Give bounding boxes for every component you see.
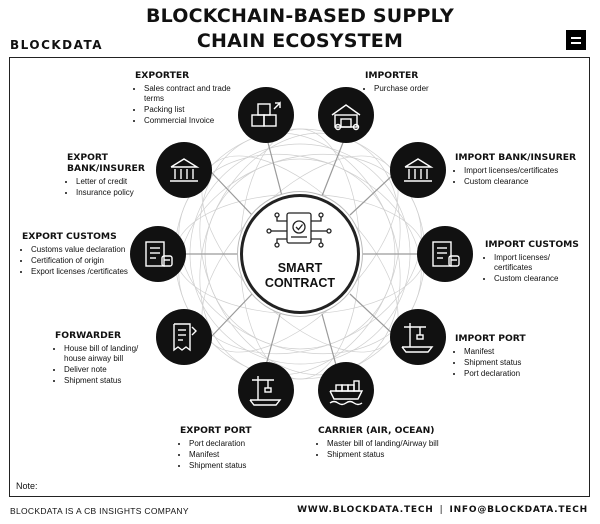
export-customs-block: EXPORT CUSTOMS Customs value declaration… [22, 231, 130, 278]
import-bank-title: IMPORT BANK/INSURER [455, 152, 577, 163]
customs-document-icon [432, 241, 460, 267]
importer-node [318, 87, 374, 143]
import-bank-node [390, 142, 446, 198]
forwarder-item: Shipment status [64, 376, 155, 386]
export-port-item: Manifest [189, 450, 300, 460]
receipt-icon [173, 323, 197, 352]
smart-contract-hub: SMART CONTRACT [240, 194, 360, 314]
smart-contract-label-line-1: SMART [277, 261, 323, 275]
website-link[interactable]: WWW.BLOCKDATA.TECH [297, 505, 434, 515]
import-port-item: Port declaration [464, 369, 565, 379]
export-bank-node [156, 142, 212, 198]
import-bank-block: IMPORT BANK/INSURER Import licenses/cert… [455, 152, 585, 188]
carrier-item: Master bill of landing/Airway bill [327, 439, 468, 449]
forwarder-item: House bill of landing/ house airway bill [64, 344, 155, 364]
export-port-title: EXPORT PORT [180, 425, 252, 436]
export-bank-item: Letter of credit [76, 177, 157, 187]
import-port-node [390, 309, 446, 365]
footer-company-note: BLOCKDATA IS A CB INSIGHTS COMPANY [10, 506, 189, 516]
exporter-title: EXPORTER [135, 70, 190, 81]
forwarder-title: FORWARDER [55, 330, 122, 341]
carrier-title: CARRIER (AIR, OCEAN) [318, 425, 435, 436]
diagram-frame [9, 57, 590, 497]
import-port-block: IMPORT PORT Manifest Shipment status Por… [455, 333, 565, 380]
export-port-item: Port declaration [189, 439, 300, 449]
export-customs-title: EXPORT CUSTOMS [22, 231, 117, 242]
forwarder-block: FORWARDER House bill of landing/ house a… [55, 330, 155, 387]
import-customs-item: Custom clearance [494, 274, 585, 284]
import-bank-item: Custom clearance [464, 177, 585, 187]
bank-icon [404, 158, 434, 182]
footer-separator: | [439, 505, 444, 515]
exporter-node [238, 87, 294, 143]
smart-contract-document-icon [266, 212, 332, 248]
import-port-item: Manifest [464, 347, 565, 357]
export-bank-title-line-2: BANK/INSURER [67, 163, 145, 174]
forwarder-item: Deliver note [64, 365, 155, 375]
diagram-title-line-1: BLOCKCHAIN-BASED SUPPLY [146, 5, 454, 27]
port-crane-icon [401, 323, 434, 353]
forwarder-node [156, 309, 212, 365]
email-link[interactable]: INFO@BLOCKDATA.TECH [449, 505, 588, 515]
exporter-item: Sales contract and trade terms [144, 84, 245, 104]
import-customs-block: IMPORT CUSTOMS Import licenses/ certific… [485, 239, 585, 285]
exporter-block: EXPORTER Sales contract and trade terms … [135, 70, 245, 127]
import-port-item: Shipment status [464, 358, 565, 368]
export-customs-item: Certification of origin [31, 256, 130, 266]
export-bank-title-line-1: EXPORT [67, 152, 108, 163]
blockdata-logo-icon [566, 30, 586, 50]
boxes-icon [251, 101, 281, 127]
carrier-block: CARRIER (AIR, OCEAN) Master bill of land… [318, 425, 468, 461]
importer-title: IMPORTER [365, 70, 419, 81]
note-label: Note: [16, 481, 38, 491]
smart-contract-label-line-2: CONTRACT [264, 276, 336, 290]
import-bank-item: Import licenses/certificates [464, 166, 585, 176]
port-crane-icon [249, 376, 282, 406]
bank-icon [170, 158, 200, 182]
export-bank-item: Insurance policy [76, 188, 157, 198]
cargo-ship-icon [329, 380, 364, 406]
carrier-node [318, 362, 374, 418]
customs-document-icon [145, 241, 173, 267]
brand-logo-text: BLOCKDATA [10, 38, 104, 52]
exporter-item: Commercial Invoice [144, 116, 245, 126]
import-customs-title: IMPORT CUSTOMS [485, 239, 579, 250]
export-customs-item: Customs value declaration [31, 245, 130, 255]
footer-contact: WWW.BLOCKDATA.TECH | INFO@BLOCKDATA.TECH [297, 505, 588, 515]
importer-block: IMPORTER Purchase order [365, 70, 475, 95]
warehouse-icon [331, 104, 361, 131]
import-customs-item: Import licenses/ certificates [494, 253, 585, 273]
carrier-item: Shipment status [327, 450, 468, 460]
importer-item: Purchase order [374, 84, 475, 94]
export-port-block: EXPORT PORT Port declaration Manifest Sh… [180, 425, 300, 472]
import-port-title: IMPORT PORT [455, 333, 526, 344]
export-customs-node [130, 226, 186, 282]
export-customs-item: Export licenses /certificates [31, 267, 130, 277]
exporter-item: Packing list [144, 105, 245, 115]
export-port-node [238, 362, 294, 418]
diagram-title-line-2: CHAIN ECOSYSTEM [196, 30, 404, 52]
import-customs-node [417, 226, 473, 282]
export-port-item: Shipment status [189, 461, 300, 471]
